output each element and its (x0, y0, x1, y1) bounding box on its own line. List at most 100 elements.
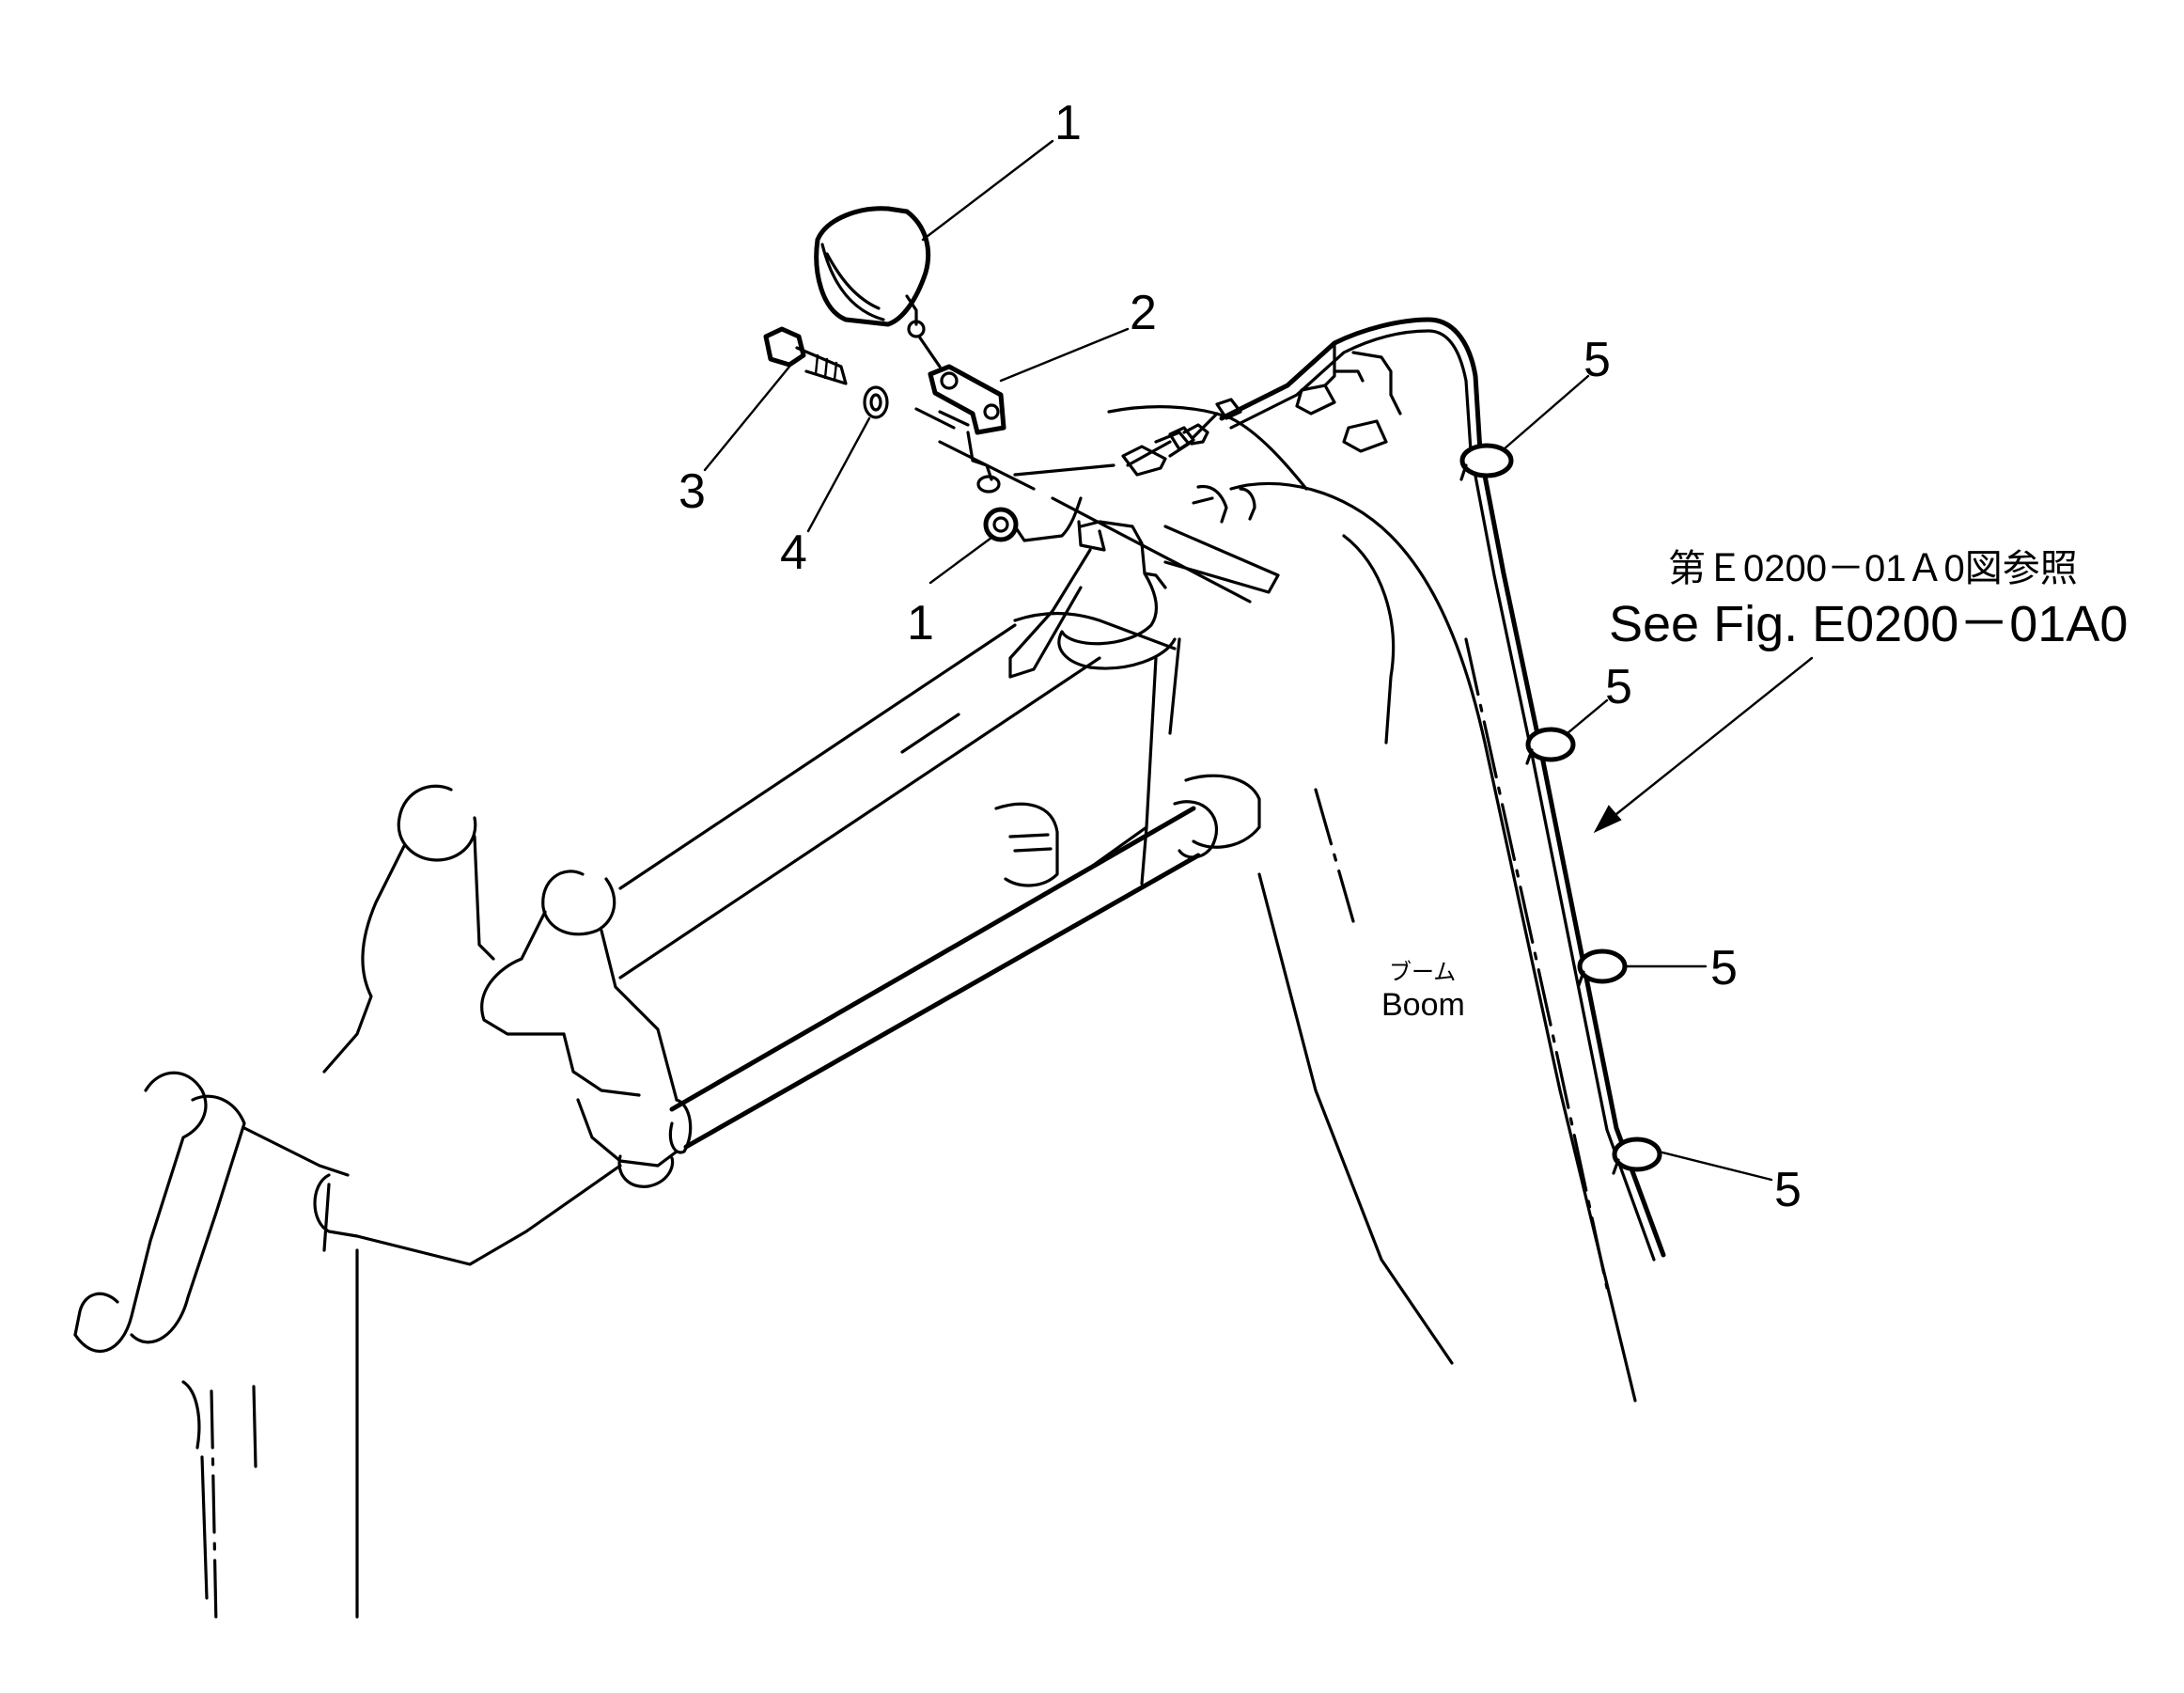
bracket-base-lines (914, 407, 970, 430)
connector-1 (1295, 384, 1336, 415)
reference-text-jp: 第Ｅ0200－01Ａ0図参照 (1668, 548, 2078, 589)
washer (863, 385, 889, 419)
mount-tower-2 (1077, 520, 1106, 552)
leader-3 (703, 365, 791, 472)
bracket (928, 364, 1006, 435)
boom-structure (73, 405, 1637, 1628)
harness-branch-3 (1333, 369, 1365, 383)
mount-base-inner (1143, 572, 1167, 589)
boom-left-long-edge-3 (900, 713, 960, 754)
boom-label-jp: ブーム (1389, 960, 1456, 985)
foot-plate-top (242, 1126, 350, 1177)
top-bolt-3 (1182, 423, 1209, 446)
foot-plate-cylinder (313, 1173, 359, 1238)
leader-5-b (1566, 698, 1609, 735)
harness-connector-small-1 (1215, 398, 1242, 420)
callout-1-lower: 1 (907, 596, 934, 651)
wiring-harness (1126, 317, 1666, 1262)
lamp-lens (820, 243, 885, 321)
clamp-5-a (1459, 443, 1514, 481)
top-bolt-1 (1121, 445, 1167, 477)
leader-4 (806, 416, 871, 533)
left-boss-body-5 (562, 1032, 641, 1097)
harness-line-to-mount (1126, 412, 1219, 467)
foot-left-inner (130, 1094, 246, 1344)
mount-arm (1008, 548, 1092, 679)
reference-arrow-head (1593, 805, 1622, 834)
boom-top-edge-1 (1107, 405, 1308, 491)
lamp-harness-wire (1013, 496, 1083, 542)
callout-5-a: 5 (1583, 333, 1611, 387)
boom-left-inner (1140, 656, 1158, 886)
cross-tube-top (669, 806, 1196, 1112)
foot-lower-short (252, 1385, 257, 1468)
callout-5-d: 5 (1774, 1163, 1802, 1217)
connector-2 (1342, 419, 1388, 453)
labels: 第Ｅ0200－01Ａ0図参照 See Fig. E0200－01A0 ブーム B… (1381, 548, 2128, 1023)
boom-left-plate-top (1013, 611, 1177, 651)
foot-plate-side (322, 1183, 331, 1252)
foot-plate-bottom (355, 1164, 622, 1266)
leader-2 (999, 327, 1130, 383)
leader-1-top (921, 139, 1054, 242)
callout-5-b: 5 (1605, 660, 1632, 714)
left-boss-finger-1 (541, 870, 616, 936)
top-bolt-line (1013, 463, 1115, 477)
boom-left-long-edge-2 (618, 656, 1101, 980)
boom-right-inner-dash (1314, 788, 1355, 923)
foot-lower-curve (181, 1380, 201, 1450)
left-boss-body-2 (473, 835, 495, 961)
cross-tube-bottom (683, 853, 1201, 1150)
bolt-thread (814, 353, 838, 382)
lower-nut-hole (992, 516, 1009, 533)
callout-2: 2 (1130, 286, 1157, 340)
reference-text-en: See Fig. E0200－01A0 (1609, 596, 2128, 652)
harness-connector-small-2 (1168, 426, 1195, 451)
lower-washer (976, 475, 1001, 494)
boom-right-inner-edge (1257, 872, 1454, 1365)
washer-hole (869, 393, 882, 412)
leader-1-lower (928, 536, 993, 585)
clamp-5-d (1612, 1137, 1662, 1175)
bracket-hole-1 (940, 371, 959, 390)
lamp-wire (917, 335, 942, 368)
mount-base-ellipse (1057, 630, 1177, 670)
left-boss-body-4 (600, 929, 679, 1102)
callout-1-top: 1 (1054, 96, 1082, 150)
left-boss-pin (617, 1154, 675, 1188)
boom-top-edge-3 (1163, 525, 1280, 594)
bracket-hole-2 (983, 403, 1000, 420)
lamp-housing (814, 206, 931, 327)
boom-right-plate-inner (1342, 534, 1396, 745)
leader-5-a (1502, 374, 1590, 451)
callout-5-c: 5 (1710, 941, 1738, 995)
boom-left-inner-2 (1168, 637, 1181, 735)
callout-3: 3 (679, 464, 706, 519)
harness-main-2 (1229, 329, 1656, 1262)
lamp-assembly (763, 206, 1256, 679)
callouts: 1 2 3 4 1 5 5 5 5 (679, 96, 1802, 1217)
lower-nut (983, 507, 1019, 542)
lamp-stem-nut (907, 320, 926, 338)
harness-branch-2 (1351, 351, 1402, 415)
foot-left-outer (73, 1071, 208, 1353)
boom-right-plate-outer (1229, 481, 1637, 1403)
top-bracket-2 (1192, 484, 1228, 524)
left-boss-body-6 (576, 1098, 679, 1168)
left-boss-upper (397, 784, 477, 862)
left-boss-body-3 (480, 910, 566, 1036)
leader-lines (703, 139, 1814, 1182)
cross-tube-bracket-top (994, 802, 1059, 887)
boom-left-long-edge (618, 623, 1017, 890)
cross-tube-end-right (1173, 800, 1219, 859)
leader-5-d (1657, 1150, 1773, 1182)
harness-main (1219, 317, 1666, 1258)
bolt-head (763, 326, 806, 368)
reference-arrow-line (1596, 656, 1814, 831)
top-bracket-3 (1239, 487, 1256, 521)
cross-tube-collar (1184, 774, 1261, 849)
bracket-leg (966, 431, 993, 481)
foot-dash-1 (210, 1389, 218, 1628)
cross-tube-end-left (668, 1098, 693, 1154)
